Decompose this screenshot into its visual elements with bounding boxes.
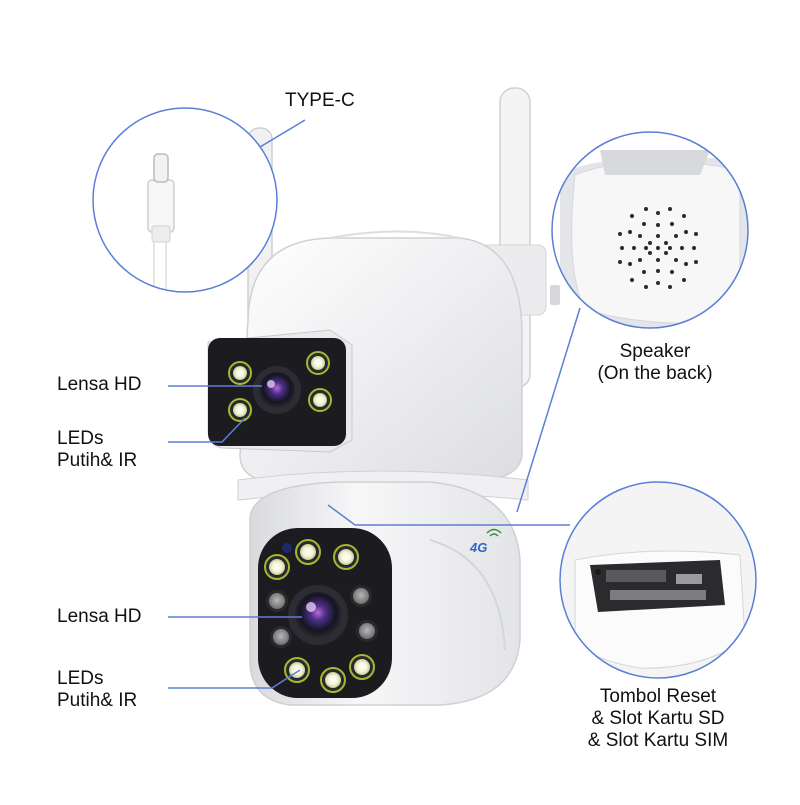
led-white <box>264 554 290 580</box>
speaker-grille <box>618 207 698 289</box>
label-reset-line-3: & Slot Kartu SIM <box>587 730 729 751</box>
label-lower-leds-line-1: LEDs <box>57 668 104 689</box>
led-white <box>295 539 321 565</box>
label-upper-leds-line-1: LEDs <box>57 428 104 449</box>
label-speaker-line-1: Speaker <box>619 341 691 362</box>
led-white <box>333 544 359 570</box>
4g-badge-text: 4G <box>469 540 487 555</box>
label-speaker: Speaker (On the back) <box>572 341 738 385</box>
led-white <box>320 667 346 693</box>
label-type-c: TYPE-C <box>285 90 355 111</box>
label-upper-lens: Lensa HD <box>57 374 142 395</box>
label-speaker-line-2: (On the back) <box>597 363 713 384</box>
speaker-detail <box>551 131 749 329</box>
type-c-detail <box>92 107 278 293</box>
led-ir <box>266 590 288 612</box>
label-reset-line-2: & Slot Kartu SD <box>591 708 725 729</box>
label-reset-slots: Tombol Reset & Slot Kartu SD & Slot Kart… <box>560 686 756 752</box>
slot-detail <box>559 481 757 679</box>
led-ir <box>350 585 372 607</box>
led-ir <box>356 620 378 642</box>
label-lower-leds-line-2: Putih& IR <box>57 690 138 711</box>
lower-head <box>249 481 521 706</box>
led-white <box>308 388 332 412</box>
led-white <box>228 398 252 422</box>
label-reset-line-1: Tombol Reset <box>599 686 717 707</box>
label-lower-lens: Lensa HD <box>57 606 142 627</box>
led-white <box>284 657 310 683</box>
led-white <box>306 351 330 375</box>
label-upper-leds-line-2: Putih& IR <box>57 450 138 471</box>
led-white <box>349 654 375 680</box>
lower-leds <box>264 539 378 693</box>
label-upper-leds: LEDs Putih& IR <box>57 428 137 472</box>
label-lower-leds: LEDs Putih& IR <box>57 668 137 712</box>
led-ir <box>270 626 292 648</box>
upper-leds <box>228 351 332 422</box>
4g-badge: 4G <box>469 528 502 555</box>
led-white <box>228 361 252 385</box>
